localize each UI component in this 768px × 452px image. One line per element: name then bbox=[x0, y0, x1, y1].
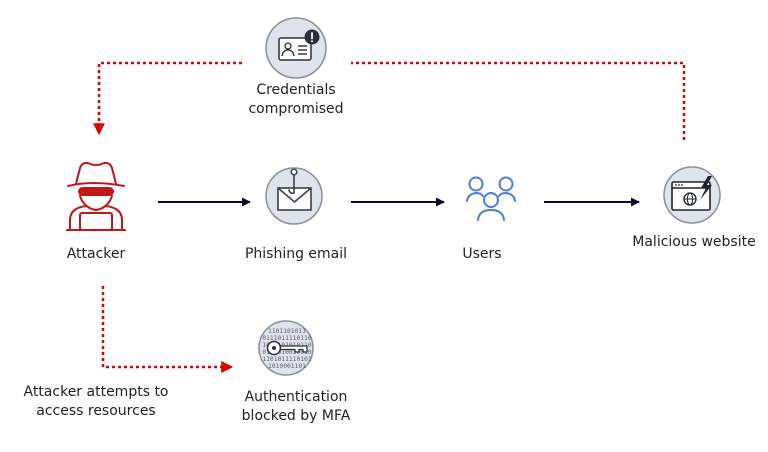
mfa-blocked-label: Authentication blocked by MFA bbox=[242, 388, 351, 426]
credentials-compromised-label: Credentials compromised bbox=[248, 81, 343, 119]
arrow-attacker-to-mfa bbox=[101, 286, 234, 373]
malicious-website-label: Malicious website bbox=[632, 234, 756, 250]
attacker-attempts-label: Attacker attempts to access resources bbox=[24, 383, 169, 421]
binary-row: 0101010010010 bbox=[262, 349, 311, 356]
users-label: Users bbox=[462, 246, 502, 262]
credentials-line-1: Credentials bbox=[256, 82, 336, 98]
binary-row: 1101101011 bbox=[268, 328, 306, 335]
phishing-email-icon bbox=[265, 167, 323, 225]
attacker-label: Attacker bbox=[66, 246, 126, 262]
phishing-email-label: Phishing email bbox=[244, 246, 348, 262]
users-icon bbox=[466, 176, 516, 221]
hacker-icon bbox=[66, 161, 126, 231]
malicious-website-icon bbox=[663, 166, 721, 224]
credentials-line-2: compromised bbox=[248, 101, 344, 117]
attempt-line-1: Attacker attempts to bbox=[23, 384, 169, 400]
binary-row: 1101011110101 bbox=[262, 356, 311, 363]
binary-row: 0111011110110 bbox=[262, 335, 311, 342]
attempt-line-2: access resources bbox=[36, 403, 156, 419]
binary-key-icon: 1101101011 0111011110110 1011101010110 0… bbox=[258, 320, 314, 376]
id-card-alert-icon bbox=[265, 17, 327, 79]
path-malicious-to-credentials bbox=[351, 61, 686, 140]
mfa-line-2: blocked by MFA bbox=[241, 408, 351, 424]
binary-row: 1010001101 bbox=[268, 363, 306, 370]
arrow-credentials-to-attacker bbox=[93, 61, 242, 136]
mfa-line-1: Authentication bbox=[244, 389, 348, 405]
